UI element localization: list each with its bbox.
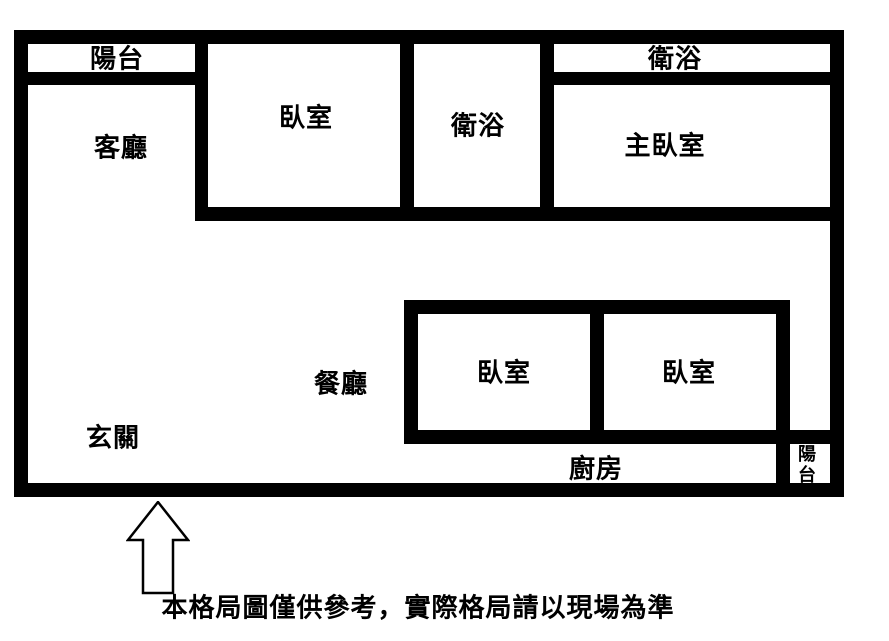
wall-lower-block-right (776, 300, 790, 444)
disclaimer-note: 本格局圖僅供參考，實際格局請以現場為準 (161, 593, 675, 624)
wall-lower-block-bottom (404, 430, 844, 444)
room-label-living-room: 客廳 (93, 133, 149, 164)
wall-upper-rooms-bottom (195, 207, 844, 221)
room-label-bathroom-top-right: 衛浴 (647, 44, 703, 75)
room-label-bedroom-bottom-left: 臥室 (476, 358, 532, 389)
wall-outer-right (830, 30, 844, 497)
room-label-balcony-top-left: 陽台 (89, 44, 145, 75)
wall-balcony-top-left-bottom (14, 72, 208, 85)
entrance-arrow-icon (126, 501, 190, 595)
wall-bathroom-top-right-bottom (554, 72, 844, 85)
wall-lower-block-middle (590, 300, 604, 444)
room-label-bedroom-bottom-right: 臥室 (661, 358, 717, 389)
room-label-bathroom-middle: 衛浴 (450, 111, 506, 142)
wall-bedroom-bathroom (400, 30, 414, 221)
room-label-entryway: 玄關 (85, 423, 141, 454)
wall-balcony-bottom-right-left (776, 430, 790, 497)
room-label-bedroom-top: 臥室 (278, 103, 334, 134)
room-label-master-bedroom: 主臥室 (624, 131, 706, 162)
room-label-kitchen: 廚房 (568, 454, 624, 485)
room-label-dining-room: 餐廳 (313, 369, 369, 400)
wall-outer-left (14, 30, 28, 497)
wall-outer-bottom (14, 483, 844, 497)
wall-bathroom-master (540, 30, 554, 221)
room-label-balcony-bottom-right: 陽台 (798, 444, 816, 486)
wall-outer-top (14, 30, 844, 44)
wall-top-bedroom-left (195, 30, 208, 221)
wall-lower-block-left (404, 300, 418, 444)
